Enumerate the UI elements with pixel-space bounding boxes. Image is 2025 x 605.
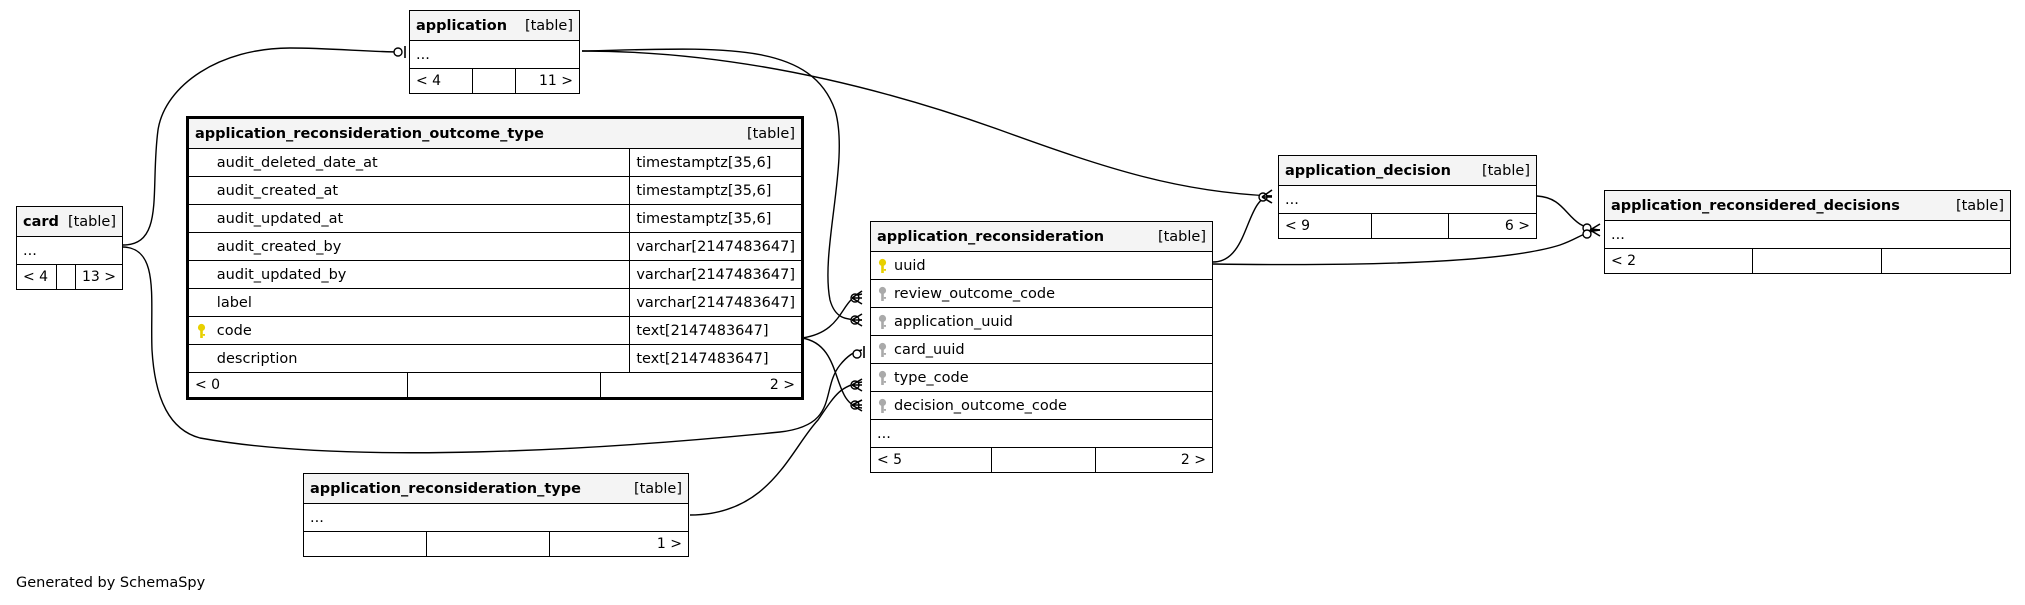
- edge-reconsideration-recdec: [1212, 229, 1601, 266]
- edge-card-application: [122, 47, 403, 246]
- table-application[interactable]: application [table] ... < 4 11 >: [409, 10, 580, 94]
- child-count: 6 >: [1448, 213, 1537, 239]
- table-tag: [table]: [722, 119, 795, 148]
- column-name: application_uuid: [894, 313, 1013, 330]
- column-name: ...: [877, 425, 891, 442]
- table-row: ...: [1604, 220, 2011, 249]
- primary-key-icon: [198, 323, 206, 338]
- column-name: uuid: [894, 257, 926, 274]
- table-tag: [table]: [1474, 156, 1530, 185]
- foreign-key-icon: [877, 314, 888, 330]
- edge-application-reconsideration: [581, 48, 863, 321]
- edge-reconsideration-decision: [1212, 195, 1273, 263]
- table-application-reconsideration-outcome-type[interactable]: application_reconsideration_outcome_type…: [186, 116, 804, 400]
- primary-key-icon: [877, 258, 888, 274]
- column-name: label: [210, 288, 631, 317]
- table-name: application_reconsideration_outcome_type: [195, 119, 723, 148]
- column-name: card_uuid: [894, 341, 965, 358]
- parent-count: < 0: [189, 373, 408, 397]
- table-row: ...: [409, 40, 580, 69]
- parent-count: < 4: [15, 264, 58, 290]
- column-name: code: [210, 316, 631, 345]
- edge-card-reconsideration: [122, 246, 863, 454]
- table-name: application_reconsidered_decisions: [1611, 191, 1948, 220]
- column-name: audit_deleted_date_at: [210, 148, 631, 177]
- column-type: timestamptz[35,6]: [629, 148, 802, 177]
- column-type: varchar[2147483647]: [629, 260, 802, 289]
- table-row: type_code: [870, 363, 1213, 392]
- edge-application-decision: [581, 50, 1273, 197]
- column-type: text[2147483647]: [629, 344, 802, 373]
- foreign-key-icon: [877, 370, 888, 386]
- table-application-reconsideration[interactable]: application_reconsideration [table] uuid…: [870, 221, 1213, 473]
- table-name: application_reconsideration: [877, 222, 1149, 251]
- generated-by-text: Generated by SchemaSpy: [16, 575, 206, 591]
- table-row: ...: [303, 503, 689, 532]
- edge-decision-recdec: [1536, 195, 1601, 231]
- edge-outcome-decision: [801, 337, 863, 409]
- parent-count: [303, 531, 427, 557]
- table-application-reconsideration-type[interactable]: application_reconsideration_type [table]…: [303, 473, 689, 557]
- column-name: audit_updated_by: [210, 260, 631, 289]
- column-type: timestamptz[35,6]: [629, 204, 802, 233]
- foreign-key-icon: [877, 286, 888, 302]
- child-count: 2 >: [769, 377, 795, 393]
- table-name: card: [23, 207, 63, 236]
- column-type: timestamptz[35,6]: [629, 176, 802, 205]
- table-row: uuid: [870, 251, 1213, 280]
- child-count: 1 >: [549, 531, 689, 557]
- table-row: ...: [1278, 185, 1537, 214]
- parent-count: < 5: [871, 448, 992, 472]
- parent-count: < 2: [1604, 248, 1753, 274]
- column-type: text[2147483647]: [629, 316, 802, 345]
- column-name: audit_created_by: [210, 232, 631, 261]
- child-count: [1881, 248, 2011, 274]
- table-application-decision[interactable]: application_decision [table] ... < 9 6 >: [1278, 155, 1537, 239]
- child-count: 2 >: [1180, 452, 1206, 468]
- table-card[interactable]: card [table] ... < 4 13 >: [15, 206, 123, 290]
- table-row: review_outcome_code: [870, 279, 1213, 308]
- table-application-reconsidered-decisions[interactable]: application_reconsidered_decisions [tabl…: [1604, 190, 2011, 274]
- table-name: application_reconsideration_type: [310, 474, 626, 503]
- table-tag: [table]: [1148, 222, 1206, 251]
- foreign-key-icon: [877, 342, 888, 358]
- table-tag: [table]: [625, 474, 682, 503]
- column-name: audit_created_at: [210, 176, 631, 205]
- column-name: review_outcome_code: [894, 285, 1056, 302]
- child-count: 11 >: [515, 68, 580, 94]
- table-tag: [table]: [62, 207, 116, 236]
- table-row: ...: [870, 419, 1213, 448]
- column-type: varchar[2147483647]: [629, 288, 802, 317]
- column-name: description: [210, 344, 631, 373]
- table-tag: [table]: [1947, 191, 2004, 220]
- table-name: application_decision: [1285, 156, 1475, 185]
- column-name: decision_outcome_code: [894, 397, 1067, 414]
- table-row: ...: [16, 236, 123, 265]
- child-count: 13 >: [75, 264, 123, 290]
- parent-count: < 9: [1278, 213, 1372, 239]
- column-type: varchar[2147483647]: [629, 232, 802, 261]
- table-name: application: [416, 11, 519, 40]
- parent-count: < 4: [409, 68, 473, 94]
- edge-type-reconsideration: [689, 381, 863, 516]
- table-tag: [table]: [518, 11, 573, 40]
- table-row: card_uuid: [870, 335, 1213, 364]
- foreign-key-icon: [877, 398, 888, 414]
- column-name: type_code: [894, 369, 969, 386]
- table-row: decision_outcome_code: [870, 391, 1213, 420]
- column-name: audit_updated_at: [210, 204, 631, 233]
- table-row: application_uuid: [870, 307, 1213, 336]
